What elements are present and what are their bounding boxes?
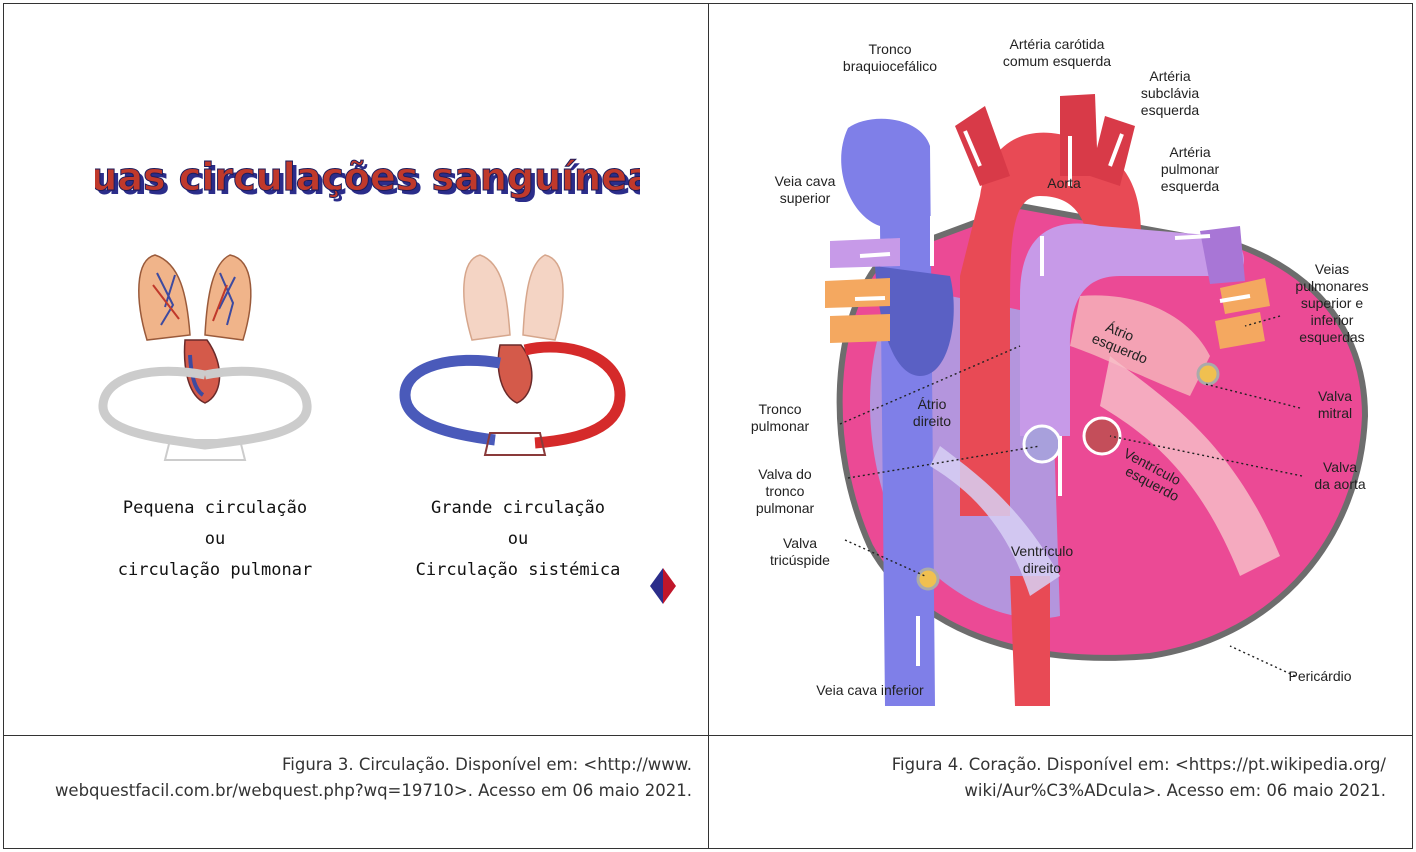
figure3-title: Duas circulações sanguíneas Duas circula…	[95, 150, 640, 202]
label-tronco-braquiocefalico-1: Tronco	[868, 41, 911, 57]
label-veias-pulmonares-2: pulmonares	[1295, 278, 1368, 294]
label-line: ou	[398, 524, 638, 555]
label-valva-aorta-1: Valva	[1323, 459, 1357, 475]
label-pericardio: Pericárdio	[1288, 668, 1351, 684]
label-tronco-pulmonar-1: Tronco	[758, 401, 801, 417]
figure3-title-text: Duas circulações sanguíneas	[95, 155, 640, 199]
label-veias-pulmonares-4: inferior	[1311, 312, 1354, 328]
column-divider	[708, 3, 709, 849]
label-valva-aorta-2: da aorta	[1314, 476, 1366, 492]
label-valva-tricuspide-1: Valva	[783, 535, 817, 551]
label-pulmonar-esquerda-2: pulmonar	[1161, 161, 1220, 177]
diamond-icon	[648, 566, 678, 606]
label-tronco-pulmonar-2: pulmonar	[751, 418, 810, 434]
label-line: Grande circulação	[398, 493, 638, 524]
label-pulmonar-esquerda-1: Artéria	[1169, 144, 1210, 160]
label-atrio-direito-2: direito	[913, 413, 951, 429]
label-valva-tronco-1: Valva do	[758, 466, 812, 482]
label-line: Circulação sistémica	[398, 555, 638, 586]
label-atrio-direito-1: Átrio	[918, 396, 947, 412]
pulmonary-circulation-diagram	[95, 245, 320, 490]
label-valva-mitral-1: Valva	[1318, 388, 1352, 404]
label-cava-superior-2: superior	[780, 190, 831, 206]
label-subclavia-1: Artéria	[1149, 68, 1190, 84]
figure4-caption: Figura 4. Coração. Disponível em: <https…	[726, 752, 1386, 804]
label-subclavia-2: subclávia	[1141, 85, 1200, 101]
label-veias-pulmonares-1: Veias	[1315, 261, 1349, 277]
pulmonary-circulation-label: Pequena circulação ou circulação pulmona…	[95, 493, 335, 586]
label-pulmonar-esquerda-3: esquerda	[1161, 178, 1220, 194]
label-valva-tronco-2: tronco	[766, 483, 805, 499]
label-line: ou	[95, 524, 335, 555]
label-carotida-1: Artéria carótida	[1010, 36, 1105, 52]
label-valva-tricuspide-2: tricúspide	[770, 552, 830, 568]
systemic-circulation-diagram	[395, 245, 635, 490]
heart-diagram: Tronco braquiocefálico Artéria carótida …	[720, 16, 1405, 728]
label-veia-cava-inferior: Veia cava inferior	[816, 682, 924, 698]
label-ventriculo-direito-2: direito	[1023, 560, 1061, 576]
label-aorta: Aorta	[1047, 175, 1081, 191]
label-carotida-2: comum esquerda	[1003, 53, 1111, 69]
systemic-circulation-label: Grande circulação ou Circulação sistémic…	[398, 493, 638, 586]
label-ventriculo-direito-1: Ventrículo	[1011, 543, 1073, 559]
figure3-caption: Figura 3. Circulação. Disponível em: <ht…	[20, 752, 692, 804]
label-valva-tronco-3: pulmonar	[756, 500, 815, 516]
label-veias-pulmonares-5: esquerdas	[1299, 329, 1364, 345]
row-divider	[3, 735, 1413, 736]
label-subclavia-3: esquerda	[1141, 102, 1200, 118]
label-tronco-braquiocefalico-2: braquiocefálico	[843, 58, 937, 74]
label-valva-mitral-2: mitral	[1318, 405, 1352, 421]
label-cava-superior-1: Veia cava	[775, 173, 836, 189]
label-line: Pequena circulação	[95, 493, 335, 524]
label-line: circulação pulmonar	[95, 555, 335, 586]
label-veias-pulmonares-3: superior e	[1301, 295, 1363, 311]
